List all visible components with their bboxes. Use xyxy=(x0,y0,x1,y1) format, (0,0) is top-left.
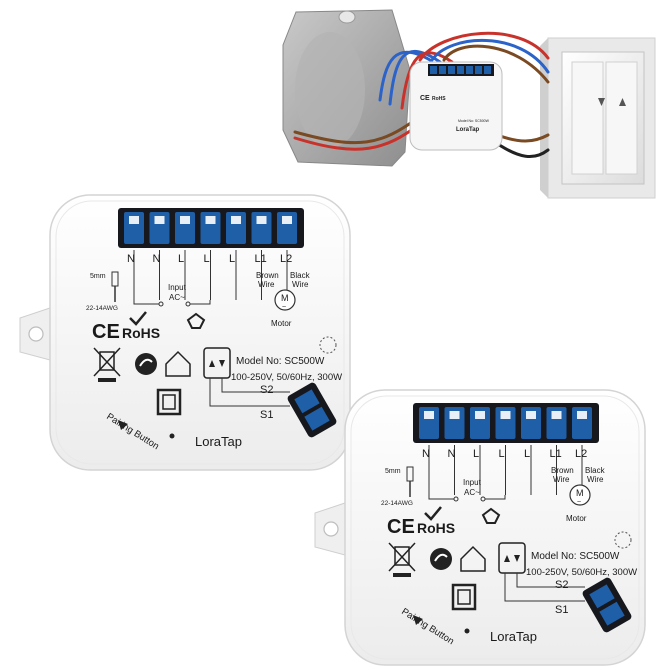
recycling-icon xyxy=(135,353,157,375)
down-arrow-icon xyxy=(598,98,605,106)
recycling-icon xyxy=(430,548,452,570)
junction-box xyxy=(282,9,411,167)
terminal-screw xyxy=(448,66,455,74)
terminal-label: L xyxy=(473,448,479,460)
motor-symbol: M xyxy=(576,488,584,498)
ac-label: AC~ xyxy=(169,293,185,302)
checkmark-icon xyxy=(424,506,442,521)
terminal-label: L xyxy=(204,253,210,265)
house-icon xyxy=(460,545,486,572)
pairing-arrow-icon xyxy=(413,615,423,625)
terminal-screw xyxy=(466,66,473,74)
motor-symbol: M xyxy=(281,293,289,303)
terminal-label: L xyxy=(499,448,505,460)
electrical-spec: 100-250V, 50/60Hz, 300W xyxy=(526,567,637,578)
ce-mark: CE xyxy=(92,321,120,343)
black-wire-label: Black xyxy=(585,466,606,475)
rohs-mark: RoHS xyxy=(417,520,455,536)
terminal-label: L1 xyxy=(550,448,562,460)
svg-text:RoHS: RoHS xyxy=(432,96,446,102)
pairing-button[interactable] xyxy=(169,433,175,439)
motor-icon xyxy=(274,289,296,311)
terminal-label: N xyxy=(422,448,430,460)
input-label: Input xyxy=(463,478,482,487)
terminal-row xyxy=(419,407,592,439)
s1-label: S1 xyxy=(260,409,273,421)
weee-bin-icon xyxy=(388,542,416,577)
checkmark-icon xyxy=(129,311,147,326)
model-number: Model No: SC500W xyxy=(236,356,325,367)
motor-tilde: ~ xyxy=(282,304,286,311)
brown-wire-label: Wire xyxy=(553,475,570,484)
terminal-label: L2 xyxy=(575,448,587,460)
mounting-hole xyxy=(323,521,339,537)
svg-text:Model No: SC500W: Model No: SC500W xyxy=(458,119,490,123)
terminal-label: L xyxy=(229,253,235,265)
terminal-screw xyxy=(457,66,464,74)
ac-label: AC~ xyxy=(464,488,480,497)
brand-logo: LoraTap xyxy=(490,629,537,644)
double-square-icon xyxy=(451,583,477,611)
wire-gauge: 22-14AWG xyxy=(381,500,413,507)
input-label: Input xyxy=(168,283,187,292)
pairing-button[interactable] xyxy=(464,628,470,634)
terminal-screw xyxy=(430,66,437,74)
double-square-icon xyxy=(156,388,182,416)
wire-strip-length: 5mm xyxy=(90,273,106,280)
terminal-row xyxy=(124,212,297,244)
module-housing xyxy=(344,389,646,666)
installation-illustration: CE RoHS Model No: SC500W LoraTap xyxy=(282,9,656,199)
wire-strip-length: 5mm xyxy=(385,468,401,475)
house-icon xyxy=(165,350,191,377)
s1-label: S1 xyxy=(555,604,568,616)
motor-label: Motor xyxy=(271,319,292,328)
wall-switch-symbol xyxy=(203,347,231,379)
motor-label: Motor xyxy=(566,514,587,523)
brown-wire-label: Brown xyxy=(256,271,279,280)
wall-switch-plate xyxy=(540,37,656,199)
rohs-mark: RoHS xyxy=(122,325,160,341)
brown-wire-label: Brown xyxy=(551,466,574,475)
terminal-label: L1 xyxy=(255,253,267,265)
terminal-screw xyxy=(439,66,446,74)
svg-text:CE: CE xyxy=(420,95,430,102)
electrical-spec: 100-250V, 50/60Hz, 300W xyxy=(231,372,342,383)
up-arrow-icon xyxy=(619,98,626,106)
motor-icon xyxy=(569,484,591,506)
recycle-icon xyxy=(186,312,206,329)
s2-label: S2 xyxy=(555,579,568,591)
terminal-label: N xyxy=(448,448,456,460)
wall-switch-symbol xyxy=(498,542,526,574)
svg-text:LoraTap: LoraTap xyxy=(456,127,480,133)
motor-tilde: ~ xyxy=(577,499,581,506)
brand-logo: LoraTap xyxy=(195,434,242,449)
terminal-label: L xyxy=(178,253,184,265)
brown-wire-label: Wire xyxy=(258,280,275,289)
black-wire-label: Wire xyxy=(587,475,604,484)
terminal-screw xyxy=(475,66,482,74)
ce-mark: CE xyxy=(387,516,415,538)
terminal-screw xyxy=(484,66,491,74)
module-housing xyxy=(49,194,351,471)
terminal-label: N xyxy=(153,253,161,265)
model-number: Model No: SC500W xyxy=(531,551,620,562)
weee-bin-icon xyxy=(93,347,121,382)
pairing-arrow-icon xyxy=(118,420,128,430)
wire-gauge: 22-14AWG xyxy=(86,305,118,312)
switch-terminal xyxy=(287,382,337,438)
s2-label: S2 xyxy=(260,384,273,396)
terminal-label: L2 xyxy=(280,253,292,265)
switch-terminal xyxy=(582,577,632,633)
small-module: CE RoHS Model No: SC500W LoraTap xyxy=(409,61,503,151)
black-wire-label: Wire xyxy=(292,280,309,289)
terminal-label: L xyxy=(524,448,530,460)
mounting-hole xyxy=(28,326,44,342)
recycle-icon xyxy=(481,507,501,524)
black-wire-label: Black xyxy=(290,271,311,280)
terminal-label: N xyxy=(127,253,135,265)
